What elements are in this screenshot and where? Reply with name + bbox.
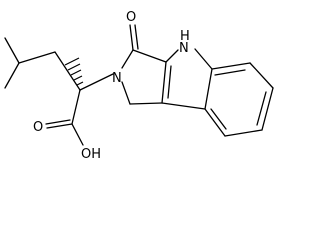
bond-inner-3 <box>210 108 227 130</box>
bond-carbonyl-c3a <box>132 49 167 63</box>
bond-ch2-c3 <box>129 102 163 105</box>
structure-canvas: O H N N O OH <box>4 10 274 161</box>
bond-ch2-alpha <box>54 51 81 91</box>
bond-c7a-c7 <box>211 62 251 70</box>
molecule-diagram: O H N N O OH <box>4 10 274 161</box>
indole-nh-h-label: H <box>180 29 190 44</box>
bond-alpha-n <box>79 73 114 91</box>
bond-alpha-cooh <box>71 89 81 125</box>
bond-co-b <box>134 24 139 50</box>
hashed-wedge <box>64 57 84 91</box>
bond-c-o-double-b <box>45 119 71 125</box>
acid-oxygen-label: O <box>33 120 43 135</box>
bonds <box>4 24 274 146</box>
bond-c7-c6 <box>249 62 274 89</box>
indole-n-label: N <box>179 41 189 56</box>
bond-n-carbonyl <box>121 49 134 69</box>
bond-inner-2 <box>256 91 267 126</box>
bond-c-o-double-a <box>46 123 73 129</box>
hydroxyl-label: OH <box>81 147 101 161</box>
bond-me1 <box>4 37 20 64</box>
bond-c3a-nh <box>165 49 179 63</box>
bond-c4-c3b <box>204 108 226 137</box>
bond-inner-1 <box>214 69 246 76</box>
bond-c3b-c7a <box>204 68 213 110</box>
bond-c3-c3a-inner <box>167 65 172 99</box>
bond-nh-c7a <box>194 48 213 70</box>
bond-co-a <box>129 24 134 51</box>
bond-c6-c5 <box>261 87 274 131</box>
carbonyl-oxygen-label: O <box>126 10 136 25</box>
bond-c-oh <box>71 123 84 146</box>
lactam-n-label: N <box>112 71 122 86</box>
bond-ch-ch2 <box>18 51 56 64</box>
bond-c5-c4 <box>224 129 263 137</box>
bond-n-ch2 <box>121 81 131 105</box>
bond-c3-c3a <box>161 61 167 104</box>
bond-c3-c3b <box>161 102 206 110</box>
bond-me2 <box>4 62 20 89</box>
atom-labels: O H N N O OH <box>33 10 190 161</box>
